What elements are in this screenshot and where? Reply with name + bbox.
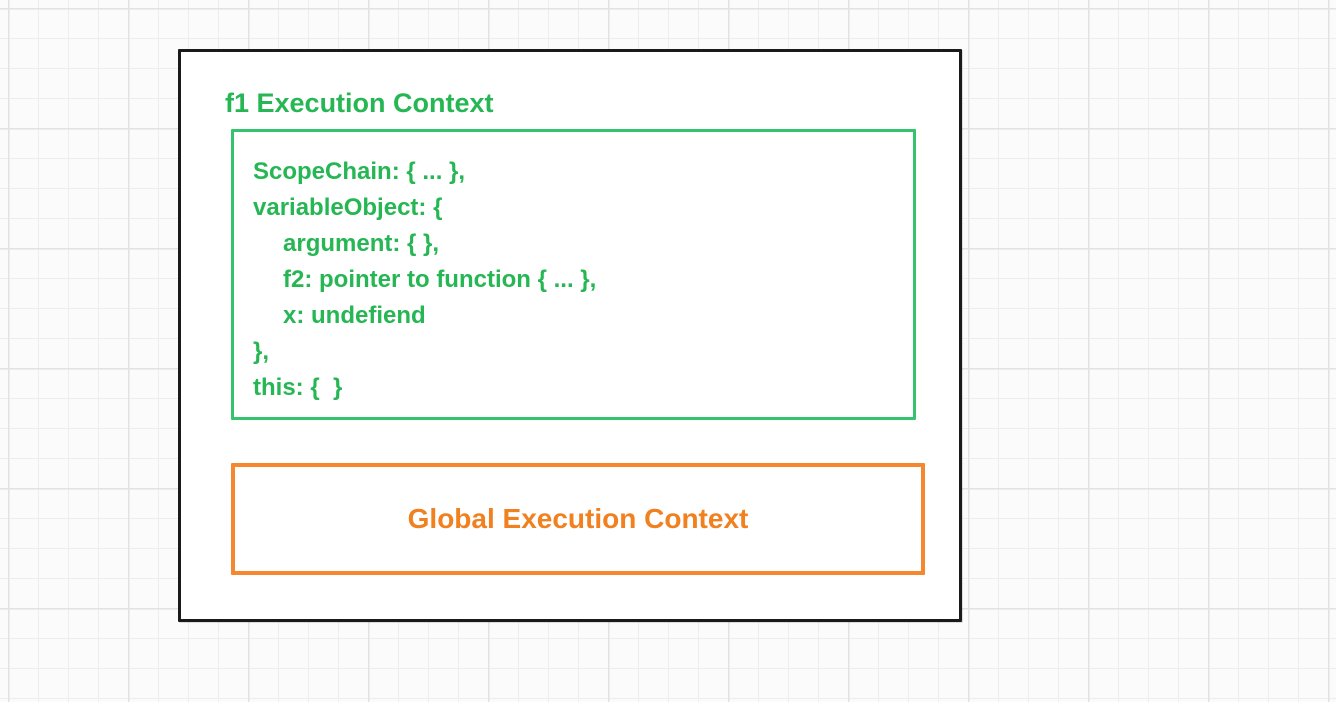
code-line-argument: argument: { }, xyxy=(283,230,440,257)
f1-execution-context-box: f1 Execution Context ScopeChain: { ... }… xyxy=(178,49,962,622)
global-context-title: Global Execution Context xyxy=(407,503,749,534)
code-line-scopechain: ScopeChain: { ... }, xyxy=(253,158,466,185)
code-line-this: this: { } xyxy=(253,374,343,401)
code-line-variableobject-close: }, xyxy=(253,338,270,365)
code-line-variableobject-open: variableObject: { xyxy=(253,194,443,221)
f1-context-title: f1 Execution Context xyxy=(225,88,494,118)
code-line-f2-pointer: f2: pointer to function { ... }, xyxy=(283,266,597,293)
f1-context-body-box: ScopeChain: { ... }, variableObject: { a… xyxy=(231,129,916,420)
global-execution-context-box: Global Execution Context xyxy=(231,463,925,575)
code-line-x-undefined: x: undefiend xyxy=(283,302,426,329)
